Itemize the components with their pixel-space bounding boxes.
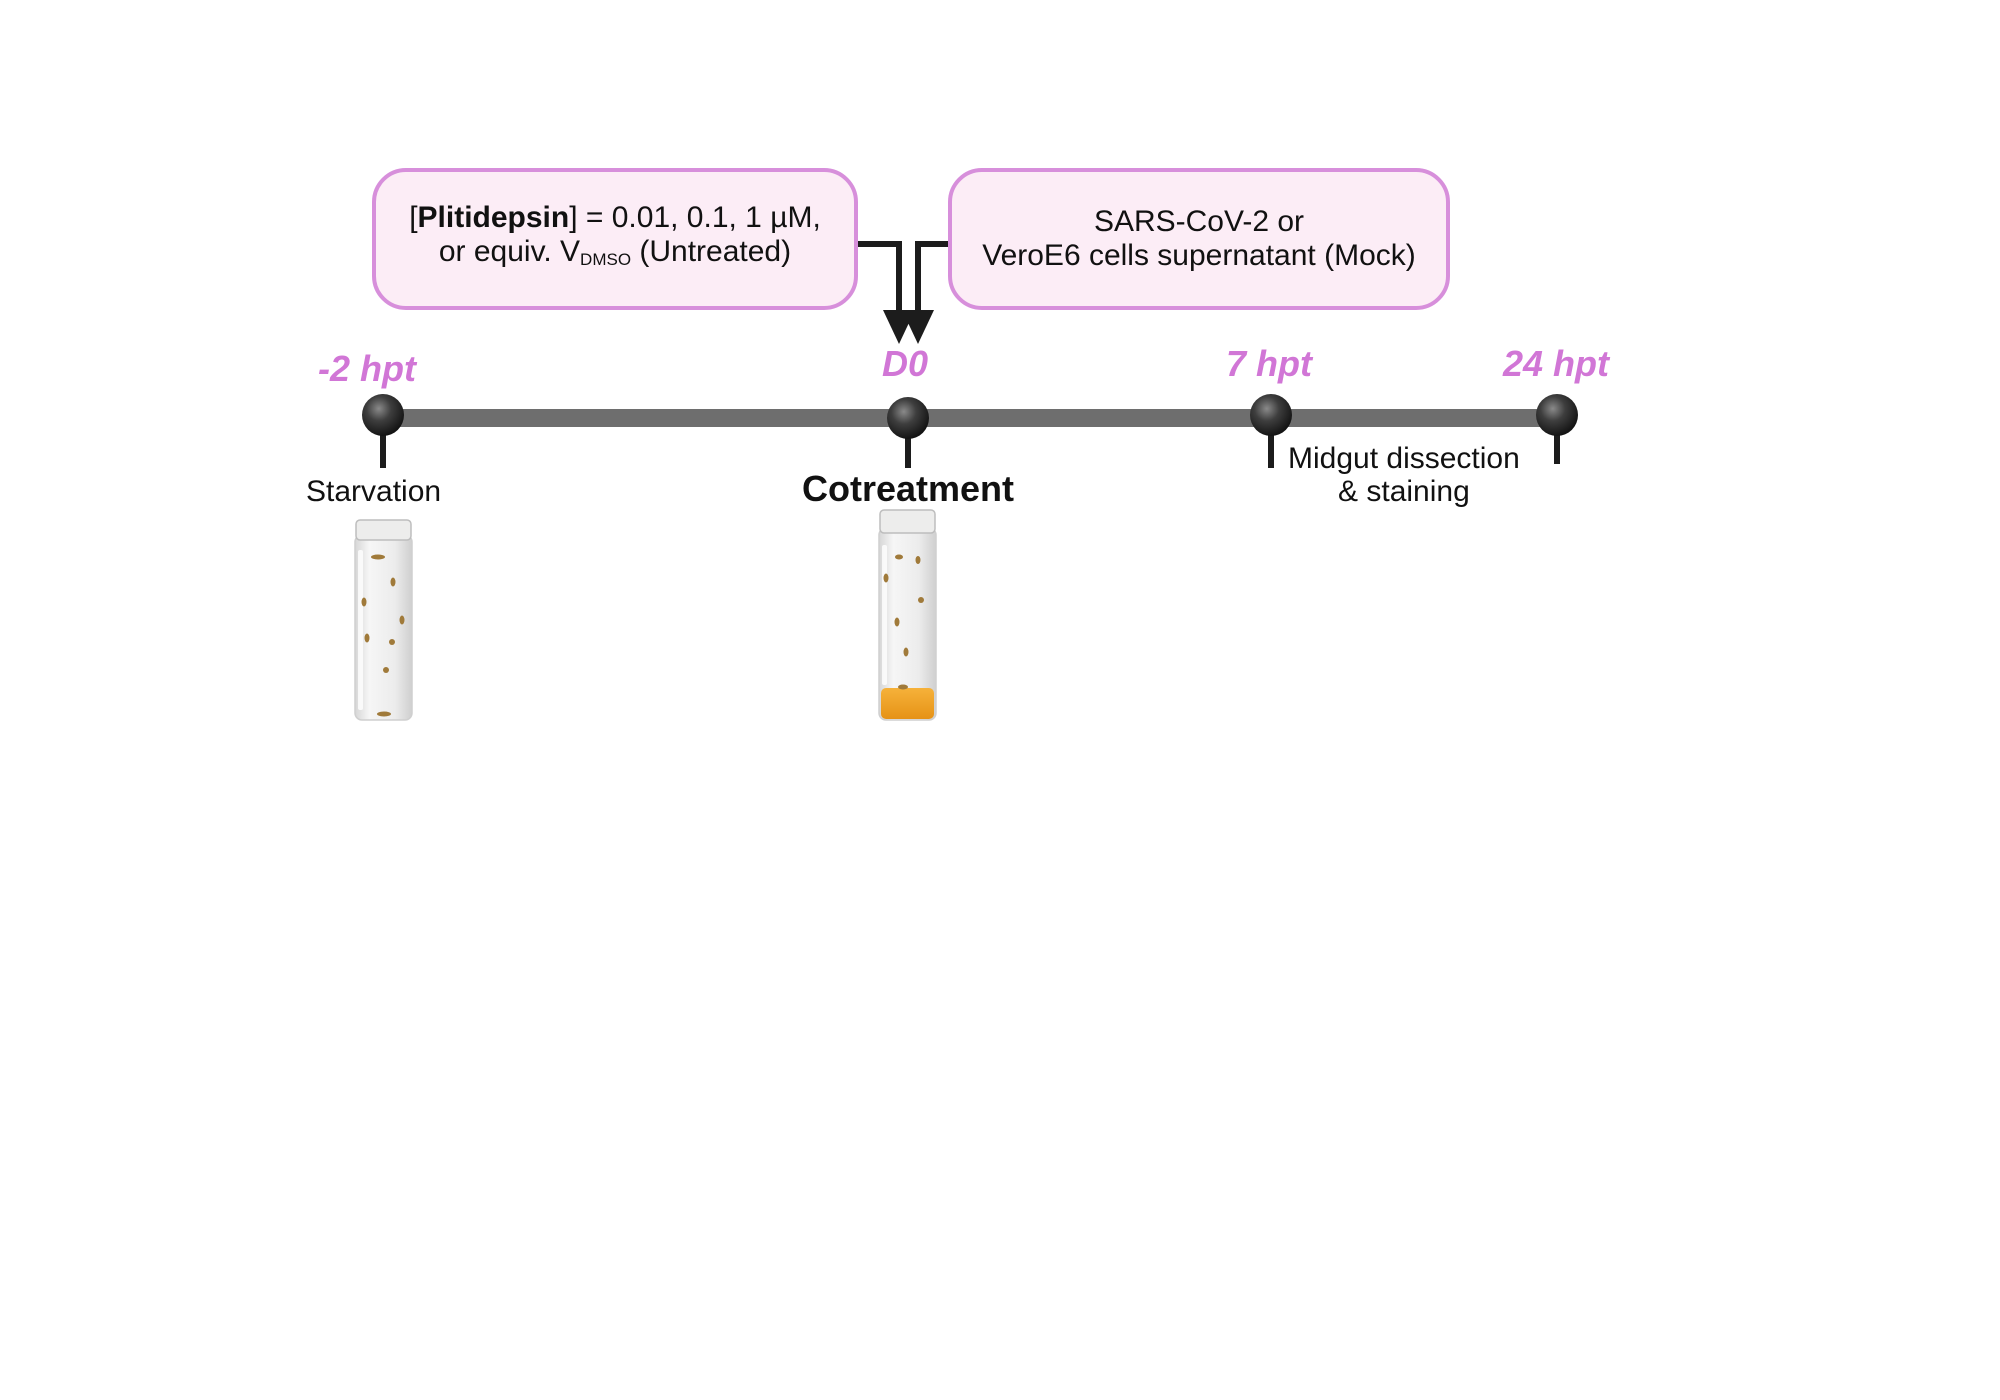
timepoint-label-7hpt: 7 hpt bbox=[1226, 343, 1312, 384]
treatment-line-1: [Plitidepsin] = 0.01, 0.1, 1 µM, bbox=[409, 201, 821, 234]
timepoint-marker-7hpt bbox=[1250, 394, 1292, 436]
infection-line-2: VeroE6 cells supernatant (Mock) bbox=[982, 239, 1416, 272]
starvation-label: Starvation bbox=[306, 475, 442, 508]
drug-name: Plitidepsin bbox=[417, 201, 570, 234]
vial-cotreatment bbox=[878, 509, 937, 721]
timepoint-label-d0: D0 bbox=[882, 343, 929, 384]
midgut-dissection-label: Midgut dissection & staining bbox=[1288, 442, 1520, 508]
tick-24hpt bbox=[1554, 430, 1560, 464]
treatment-line-2: or equiv. VDMSO (Untreated) bbox=[438, 235, 792, 269]
timeline-bar bbox=[383, 409, 1561, 427]
tick-cotreatment bbox=[905, 430, 911, 468]
tick-starvation bbox=[380, 430, 386, 468]
food-layer bbox=[881, 688, 934, 719]
timepoint-label--2hpt: -2 hpt bbox=[318, 348, 416, 389]
timepoint-marker--2hpt bbox=[362, 394, 404, 436]
tick-7hpt bbox=[1268, 430, 1274, 468]
fly-icon bbox=[361, 554, 405, 717]
arrow-from-infection-box bbox=[902, 241, 948, 344]
infection-line-1: SARS-CoV-2 or bbox=[1093, 205, 1305, 238]
treatment-box: [Plitidepsin] = 0.01, 0.1, 1 µM, or equi… bbox=[372, 168, 858, 310]
timepoint-marker-24hpt bbox=[1536, 394, 1578, 436]
vial-starvation bbox=[354, 519, 413, 721]
timepoint-label-24hpt: 24 hpt bbox=[1503, 343, 1610, 384]
arrow-from-treatment-box bbox=[858, 241, 915, 344]
cotreatment-label: Cotreatment bbox=[802, 468, 1015, 509]
timepoint-marker-d0 bbox=[887, 397, 929, 439]
fly-icon bbox=[883, 554, 924, 690]
infection-box: SARS-CoV-2 or VeroE6 cells supernatant (… bbox=[948, 168, 1450, 310]
